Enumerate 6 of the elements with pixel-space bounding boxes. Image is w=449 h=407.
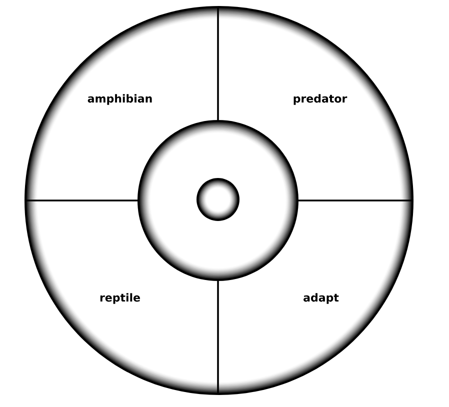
sector-label: amphibian bbox=[88, 94, 152, 105]
circle bbox=[138, 120, 298, 281]
circle bbox=[196, 178, 240, 221]
sector-label: predator bbox=[294, 94, 348, 105]
sector-label: reptile bbox=[100, 293, 140, 304]
sector-label: adapt bbox=[304, 293, 339, 304]
